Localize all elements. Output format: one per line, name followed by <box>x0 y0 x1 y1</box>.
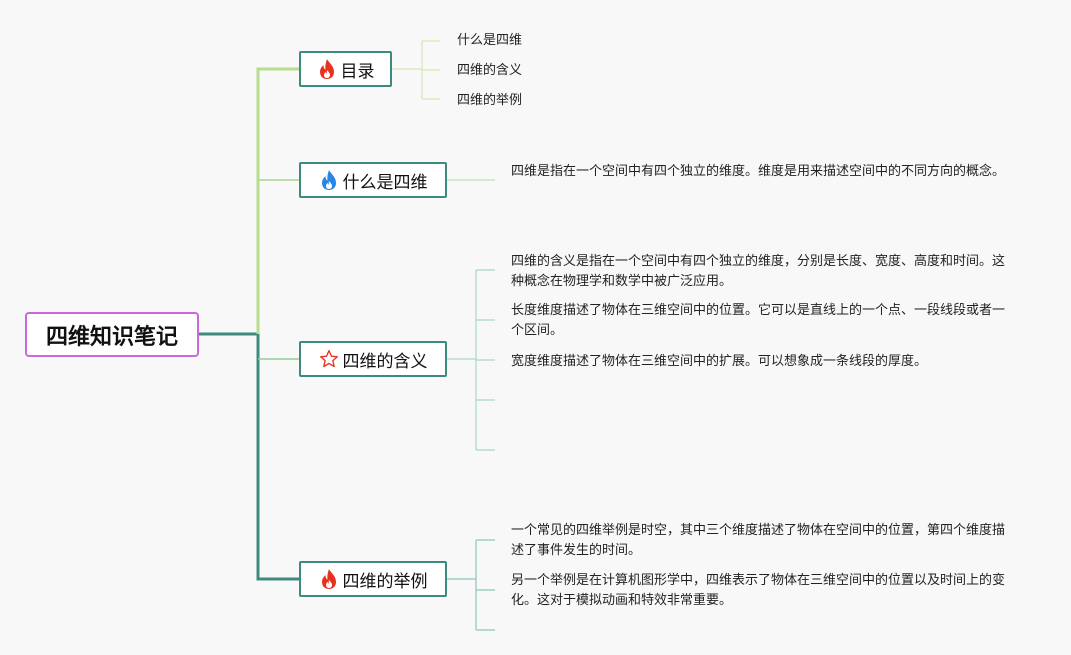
trunk-lower <box>256 334 299 581</box>
flame-red-icon <box>319 568 339 590</box>
topic-toc[interactable]: 目录 <box>299 51 392 87</box>
toc-connector <box>391 40 440 100</box>
examples-connector <box>446 539 495 631</box>
meaning-item[interactable]: 四维的含义是指在一个空间中有四个独立的维度，分别是长度、宽度、高度和时间。这种概… <box>511 254 1006 289</box>
examples-item[interactable]: 另一个举例是在计算机图形学中，四维表示了物体在三维空间中的位置以及时间上的变化。… <box>511 573 1006 608</box>
star-outline-icon <box>319 348 339 370</box>
root-label: 四维知识笔记 <box>45 324 178 350</box>
what-is-text[interactable]: 四维是指在一个空间中有四个独立的维度。维度是用来描述空间中的不同方向的概念。 <box>511 164 1006 179</box>
root-node[interactable]: 四维知识笔记 <box>25 312 199 357</box>
trunk-upper <box>256 67 299 334</box>
topic-meaning-label: 四维的含义 <box>342 351 428 372</box>
topic-what-is[interactable]: 什么是四维 <box>299 162 447 198</box>
examples-item[interactable]: 一个常见的四维举例是时空，其中三个维度描述了物体在空间中的位置，第四个维度描述了… <box>511 523 1006 558</box>
topic-examples[interactable]: 四维的举例 <box>299 561 447 597</box>
flame-red-icon <box>317 58 337 80</box>
topic-meaning[interactable]: 四维的含义 <box>299 341 447 377</box>
topic-what-is-label: 什么是四维 <box>342 172 428 193</box>
flame-blue-icon <box>319 169 339 191</box>
topic-toc-label: 目录 <box>340 61 375 82</box>
toc-item-what-is[interactable]: 什么是四维 <box>457 33 523 48</box>
meaning-item[interactable]: 长度维度描述了物体在三维空间中的位置。它可以是直线上的一个点、一段线段或者一个区… <box>511 303 1006 338</box>
topic-examples-label: 四维的举例 <box>342 571 428 592</box>
meaning-connector <box>446 269 495 451</box>
toc-item-meaning[interactable]: 四维的含义 <box>457 63 523 78</box>
toc-item-examples[interactable]: 四维的举例 <box>457 93 523 108</box>
meaning-item[interactable]: 宽度维度描述了物体在三维空间中的扩展。可以想象成一条线段的厚度。 <box>511 354 928 369</box>
